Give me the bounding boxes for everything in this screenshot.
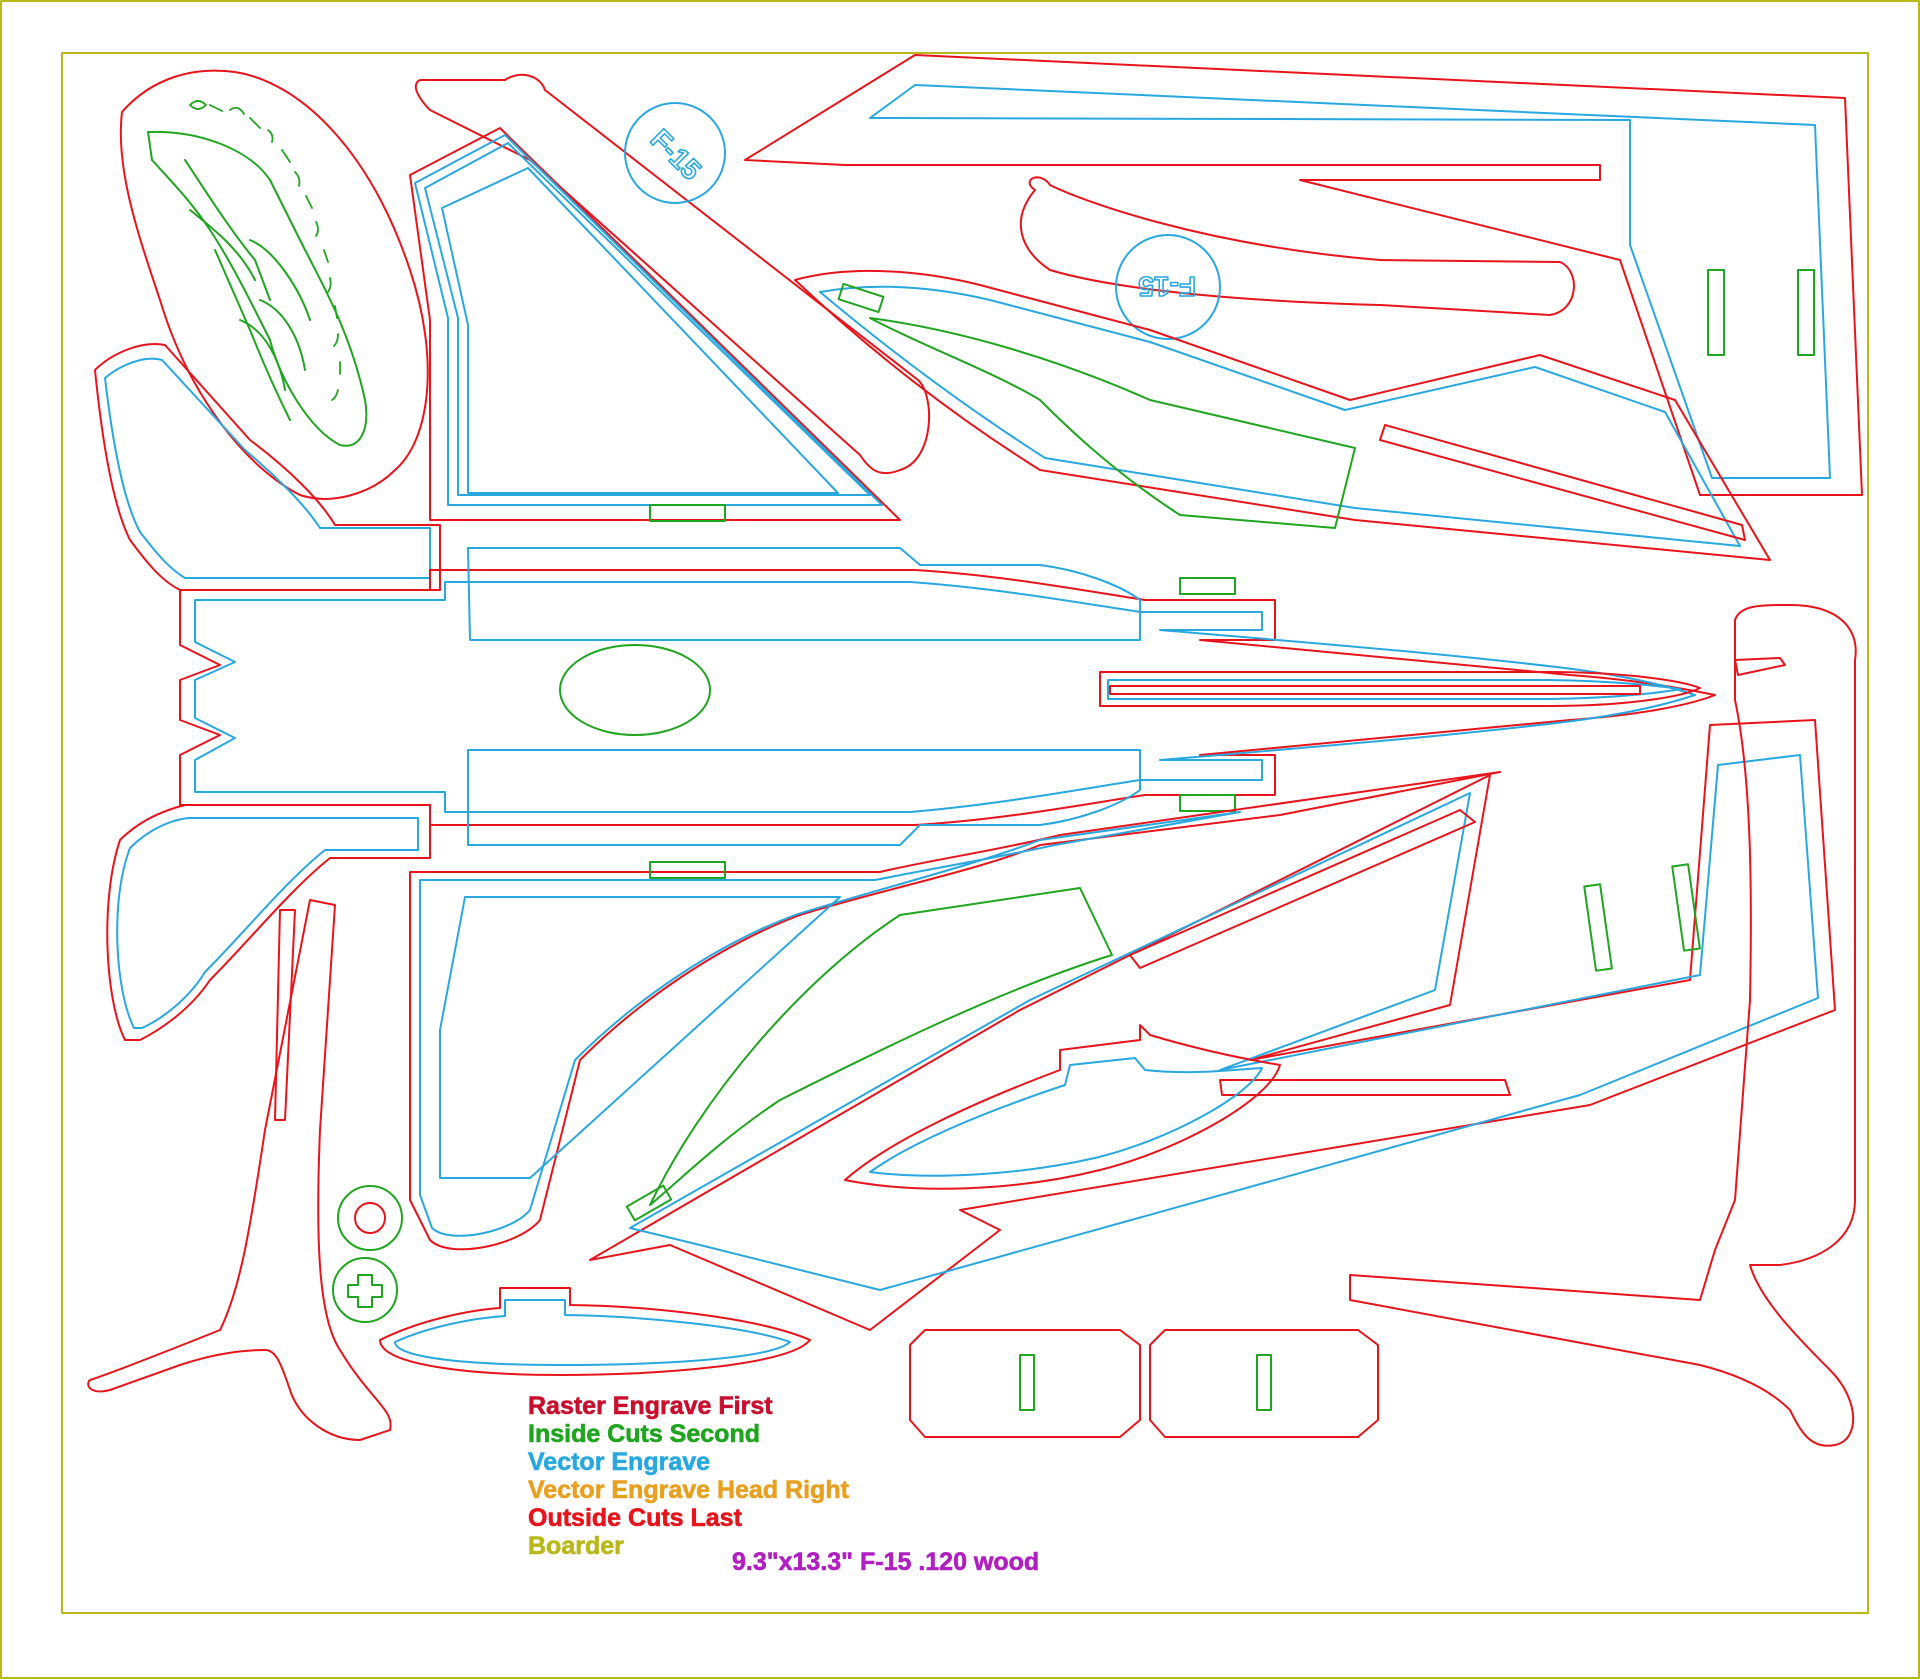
upper-wing-slot	[649, 504, 726, 522]
lower-wing-inner-tri	[439, 896, 841, 1179]
fuselage-slot-lower	[1179, 794, 1236, 812]
f15-badge-top-text: F-15	[645, 123, 708, 186]
wheel-hub	[354, 1202, 386, 1234]
vtail-upper-vector	[819, 285, 1741, 547]
f15-badge-top	[624, 102, 726, 204]
tail-script-letters	[189, 100, 341, 401]
vtail-upper-green	[869, 317, 1356, 529]
legend-head: Vector Engrave Head Right	[528, 1476, 850, 1505]
left-stab-lower-outside	[106, 804, 431, 1041]
top-strip-outside	[744, 54, 1863, 496]
lower-wing-slot	[649, 861, 726, 879]
tail-badge-outline	[119, 69, 429, 500]
upper-wing-vector	[414, 134, 883, 506]
vtail-upper-bar	[1379, 424, 1746, 541]
block-right-slot	[1256, 1354, 1272, 1411]
fuselage-slot-upper	[1179, 577, 1236, 595]
canopy-outside	[844, 1024, 1281, 1190]
belly-pod-vector	[394, 1299, 791, 1366]
f15-badge-mid-text: F-15	[1138, 271, 1196, 302]
tail-script-inner-b	[239, 239, 311, 391]
tail-script-outline	[147, 130, 368, 447]
top-strip-vector	[869, 84, 1831, 479]
left-stab-upper-vector	[104, 357, 431, 579]
vtail-lower-slot-c	[625, 1184, 673, 1222]
vtail-lower-green	[649, 887, 1113, 1206]
vtail-upper-outside	[794, 269, 1771, 561]
right-stand-outside	[1349, 604, 1857, 1447]
left-stab-upper-outside	[94, 343, 441, 591]
spec-label: 9.3"x13.3" F-15 .120 wood	[732, 1548, 1040, 1577]
belly-pod-outside	[379, 1287, 811, 1376]
wheel2-outer	[332, 1257, 398, 1323]
fuselage-vector	[194, 581, 1696, 813]
nose-spike-vector	[1107, 679, 1681, 700]
block-left-slot	[1019, 1354, 1035, 1411]
f15-badge-mid	[1115, 234, 1221, 340]
right-stand-arm	[1734, 657, 1786, 676]
tail-script-inner-a	[184, 159, 291, 421]
lower-wing-outside	[409, 771, 1501, 1251]
vtail-lower-outside	[589, 719, 1836, 1331]
vtail-lower-bar2	[1219, 1079, 1511, 1096]
upper-wing-outside	[414, 73, 931, 475]
block-right	[1149, 1329, 1379, 1438]
canopy-vector	[869, 1057, 1263, 1177]
rudder-outside	[1019, 176, 1575, 316]
wheel2-cross	[347, 1274, 383, 1308]
legend-inside: Inside Cuts Second	[528, 1420, 761, 1449]
legend-outside: Outside Cuts Last	[528, 1504, 743, 1533]
vtail-lower-slot-b	[1671, 863, 1701, 952]
vtail-lower-bar	[1129, 809, 1476, 969]
fuselage-outside	[179, 569, 1716, 826]
left-stand-slot	[274, 909, 296, 1121]
nose-spike-outside	[1099, 671, 1701, 707]
left-stand-outside	[87, 899, 392, 1441]
vtail-lower-slot-a	[1583, 883, 1613, 972]
upper-wing-vector-inner	[424, 142, 871, 496]
legend-border: Boarder	[528, 1532, 624, 1561]
lower-wing-vector	[419, 811, 1241, 1237]
nose-spike-inner	[1109, 685, 1641, 695]
block-left	[909, 1329, 1141, 1438]
cockpit-cutout	[559, 644, 711, 736]
border-rect	[61, 52, 1869, 1614]
fuselage-lower-panel	[467, 749, 1141, 846]
wheel-outer	[337, 1185, 403, 1251]
legend: Raster Engrave First Inside Cuts Second …	[528, 1392, 850, 1561]
upper-wing-inner-tri	[441, 167, 839, 494]
vtail-lower-vector	[629, 754, 1819, 1291]
left-stab-lower-vector	[116, 817, 419, 1029]
legend-vector: Vector Engrave	[528, 1448, 711, 1477]
vtail-upper-slot	[837, 282, 885, 314]
top-strip-slot-a	[1707, 269, 1725, 356]
top-strip-slot-b	[1797, 269, 1815, 356]
fuselage-upper-panel	[467, 547, 1141, 641]
legend-raster: Raster Engrave First	[528, 1392, 773, 1421]
upper-wing-main	[409, 127, 901, 521]
